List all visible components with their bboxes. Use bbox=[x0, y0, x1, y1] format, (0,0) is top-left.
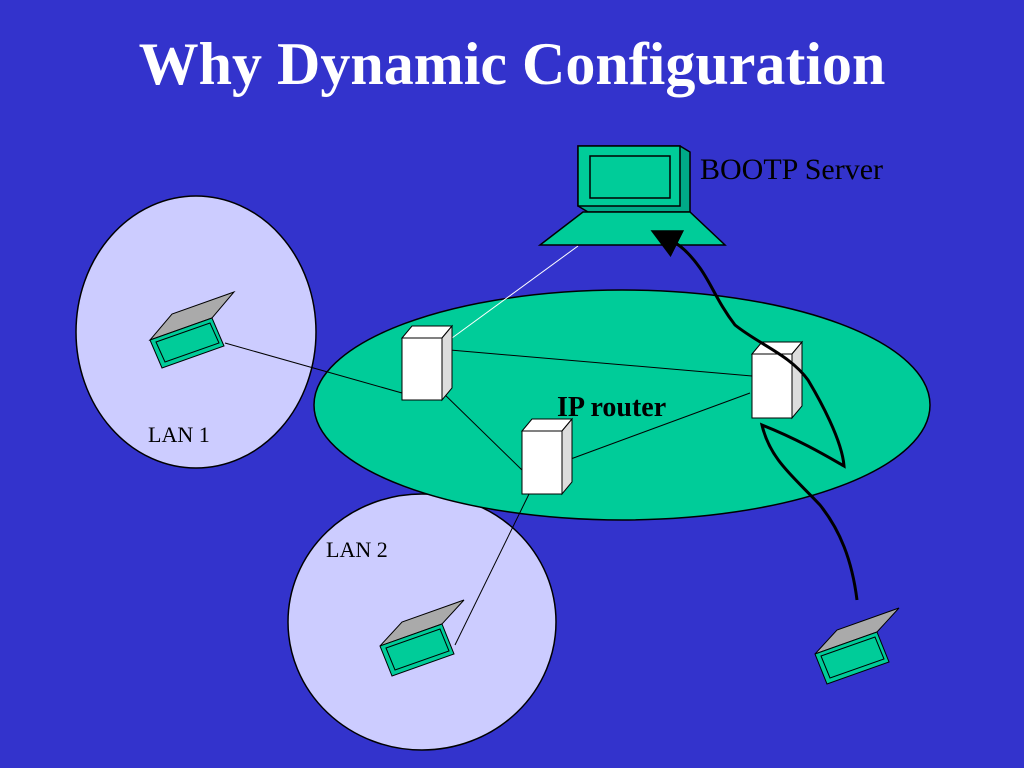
lan1-label: LAN 1 bbox=[148, 422, 210, 447]
server-computer-icon bbox=[537, 145, 727, 246]
bootp-server-label: BOOTP Server bbox=[700, 153, 883, 186]
router-box-icon bbox=[520, 417, 574, 496]
slide-title: Why Dynamic Configuration bbox=[138, 31, 886, 97]
laptop-host-icon bbox=[814, 607, 900, 685]
ip-router-label: IP router bbox=[557, 392, 666, 423]
network-links bbox=[224, 342, 753, 646]
server-link bbox=[451, 245, 579, 339]
bootp-request-path bbox=[650, 230, 859, 601]
router-box-icon bbox=[400, 324, 454, 402]
laptop-host-icon bbox=[148, 290, 236, 369]
laptop-host-icon bbox=[379, 599, 465, 677]
lan2-label: LAN 2 bbox=[326, 537, 388, 562]
